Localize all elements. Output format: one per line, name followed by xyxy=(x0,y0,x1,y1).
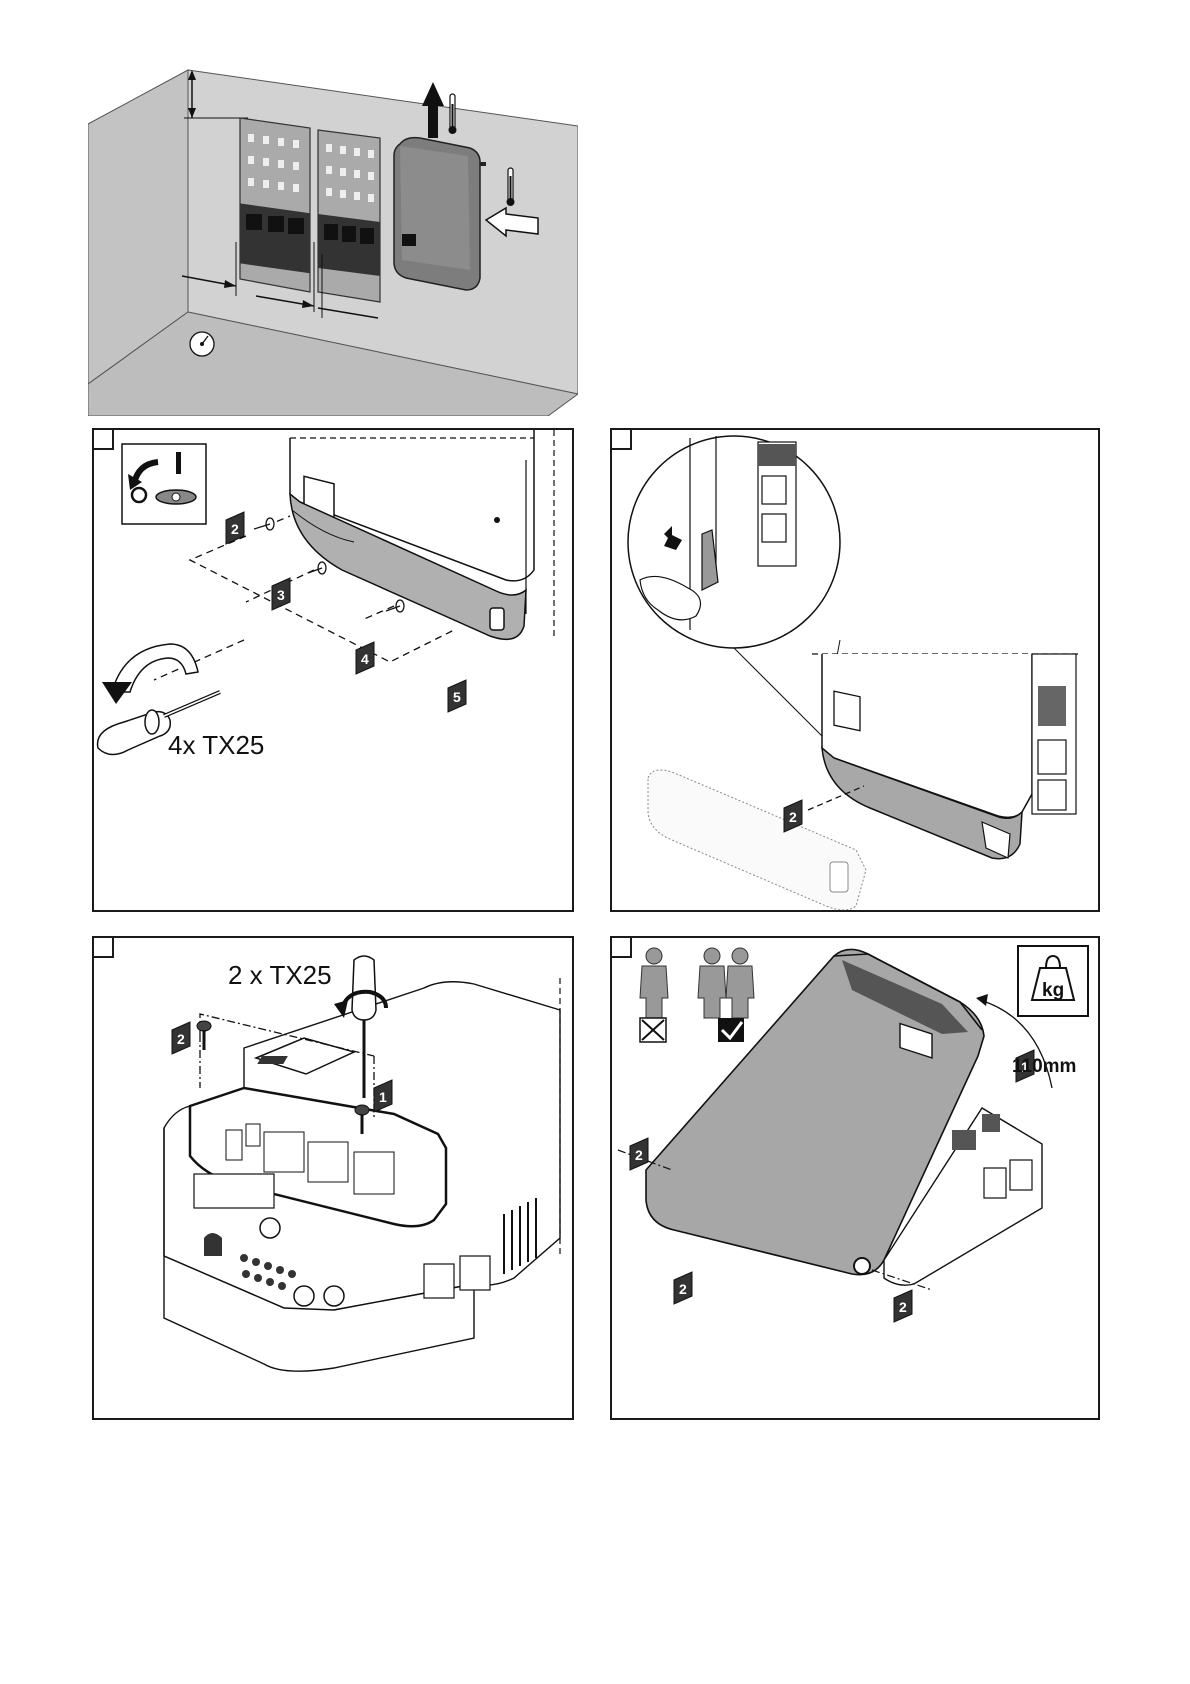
svg-text:1: 1 xyxy=(379,1089,387,1105)
step-tag-3: 3 xyxy=(272,578,290,610)
mounting-wall-illustration xyxy=(88,64,578,416)
svg-text:2: 2 xyxy=(789,809,797,825)
svg-text:2: 2 xyxy=(899,1299,907,1315)
dc-switch-icon xyxy=(122,444,206,524)
tilt-distance-label: 110mm xyxy=(1012,1056,1076,1078)
svg-text:3: 3 xyxy=(277,587,285,603)
two-persons-check-icon xyxy=(698,948,754,1042)
step-tag-2: 2 xyxy=(894,1290,912,1322)
step-tag-2: 2 xyxy=(674,1272,692,1304)
screw-count-label: 4x TX25 xyxy=(168,730,264,761)
mounting-bracket-2 xyxy=(318,130,380,302)
svg-text:2: 2 xyxy=(177,1031,185,1047)
thermometer-icon xyxy=(449,94,457,134)
rotate-arrow-icon xyxy=(102,644,198,704)
svg-text:5: 5 xyxy=(453,689,461,705)
one-person-cross-icon xyxy=(640,948,668,1042)
step-tag-5: 5 xyxy=(448,680,466,712)
mounting-bracket-1 xyxy=(240,118,310,292)
hygrometer-icon xyxy=(507,168,515,206)
step-tag-2: 2 xyxy=(226,512,244,544)
panel-step-remove-cover-screws: 2 3 4 5 4x TX25 xyxy=(92,428,574,912)
inverter-mounted xyxy=(394,138,486,290)
panel-step-remove-display-screws: 2 1 2 x TX25 xyxy=(92,936,574,1420)
detail-magnifier xyxy=(628,436,840,648)
step-tag-4: 4 xyxy=(356,642,374,674)
panel-step-remove-cover: 2 xyxy=(610,428,1100,912)
removed-cover xyxy=(648,770,866,910)
gauge-icon xyxy=(190,332,214,356)
svg-text:2: 2 xyxy=(231,521,239,537)
step-tag-2: 2 xyxy=(172,1022,190,1054)
step-tag-2: 2 xyxy=(630,1138,648,1170)
svg-text:2: 2 xyxy=(635,1147,643,1163)
svg-text:2: 2 xyxy=(679,1281,687,1297)
weight-label: kg xyxy=(1042,980,1064,1002)
svg-text:4: 4 xyxy=(361,651,369,667)
screw-count-label: 2 x TX25 xyxy=(228,960,332,991)
screw-icon xyxy=(197,1021,211,1050)
panel-step-tilt-power-module: 1 2 2 2 kg 110mm xyxy=(610,936,1100,1420)
